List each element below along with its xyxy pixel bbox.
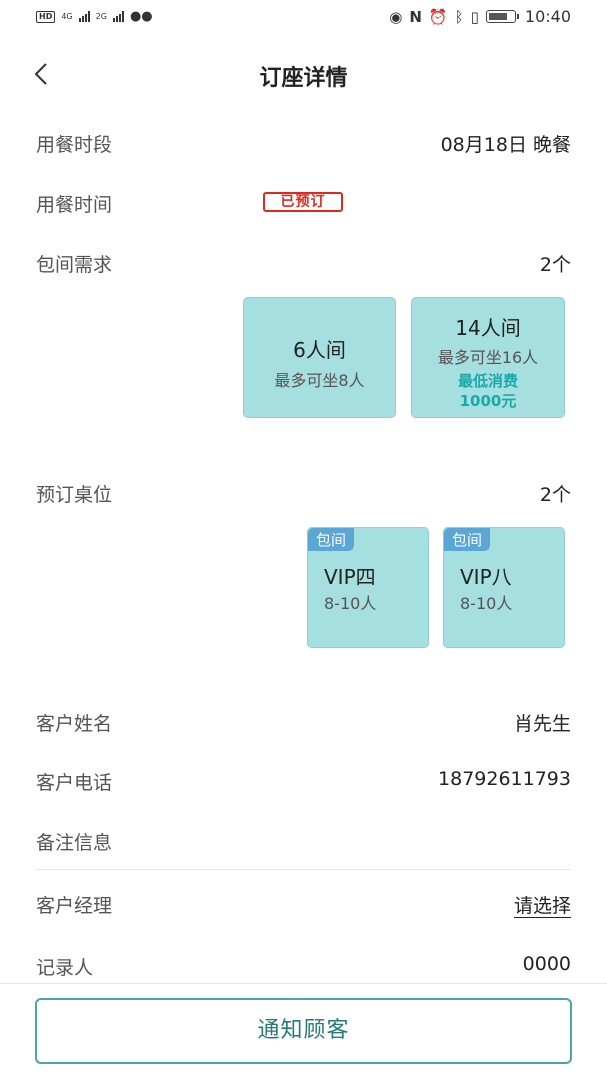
remarks-label: 备注信息 bbox=[36, 832, 113, 854]
nfc-icon: N bbox=[409, 7, 422, 26]
customer-name-label: 客户姓名 bbox=[36, 713, 113, 735]
account-manager-select[interactable]: 请选择 bbox=[513, 895, 571, 917]
status-time: 10:40 bbox=[524, 7, 571, 26]
recorder-value: 0000 bbox=[522, 953, 571, 975]
customer-phone-value: 18792611793 bbox=[438, 768, 571, 790]
divider bbox=[36, 869, 571, 870]
customer-phone-label: 客户电话 bbox=[36, 772, 113, 794]
eye-icon: ◉ bbox=[389, 7, 403, 26]
recorder-label: 记录人 bbox=[36, 957, 94, 979]
room-capacity: 最多可坐16人 bbox=[437, 348, 539, 367]
battery-icon bbox=[485, 10, 519, 23]
notify-customer-button[interactable]: 通知顾客 bbox=[35, 998, 572, 1064]
room-title: 6人间 bbox=[293, 338, 346, 362]
room-requirement-label: 包间需求 bbox=[36, 254, 113, 276]
table-tag: 包间 bbox=[444, 528, 491, 551]
table-tag: 包间 bbox=[308, 528, 355, 551]
table-card[interactable]: 包间 VIP八 8-10人 bbox=[443, 527, 565, 648]
reserved-stamp: 已预订 bbox=[263, 192, 343, 212]
room-requirement-value: 2个 bbox=[539, 254, 571, 276]
table-reservation-value: 2个 bbox=[539, 484, 571, 506]
network-label-1: 4G bbox=[61, 12, 73, 21]
bluetooth-icon: ᛒ bbox=[454, 7, 464, 26]
chevron-left-icon[interactable] bbox=[30, 60, 54, 88]
customer-name-value: 肖先生 bbox=[513, 713, 571, 735]
dining-time-label: 用餐时间 bbox=[36, 194, 113, 216]
wechat-icon: ●● bbox=[129, 9, 153, 24]
table-size: 8-10人 bbox=[324, 594, 377, 613]
table-size: 8-10人 bbox=[460, 594, 513, 613]
room-capacity: 最多可坐8人 bbox=[274, 371, 365, 390]
network-label-2: 2G bbox=[95, 12, 107, 21]
table-name: VIP八 bbox=[460, 565, 512, 589]
min-spend-value: 1000元 bbox=[459, 392, 517, 410]
room-card[interactable]: 14人间 最多可坐16人 最低消费 1000元 bbox=[411, 297, 565, 418]
dining-period-label: 用餐时段 bbox=[36, 134, 113, 156]
alarm-icon: ⏰ bbox=[428, 7, 448, 26]
status-bar: HD 4G 2G ●● ◉ N ⏰ ᛒ ▯ 10:40 bbox=[0, 0, 607, 34]
footer-divider bbox=[0, 983, 607, 984]
min-spend-label: 最低消费 bbox=[457, 372, 518, 390]
account-manager-label: 客户经理 bbox=[36, 895, 113, 917]
status-right: ◉ N ⏰ ᛒ ▯ 10:40 bbox=[389, 7, 571, 26]
table-card[interactable]: 包间 VIP四 8-10人 bbox=[307, 527, 429, 648]
room-title: 14人间 bbox=[455, 316, 521, 340]
page-title: 订座详情 bbox=[259, 66, 348, 91]
room-card[interactable]: 6人间 最多可坐8人 bbox=[243, 297, 396, 418]
hd-badge: HD bbox=[36, 10, 56, 23]
dining-period-value: 08月18日 晚餐 bbox=[440, 134, 571, 156]
signal-icon bbox=[78, 11, 90, 22]
table-reservation-label: 预订桌位 bbox=[36, 484, 113, 506]
table-name: VIP四 bbox=[324, 565, 376, 589]
signal-icon-2 bbox=[112, 11, 124, 22]
vibrate-icon: ▯ bbox=[470, 7, 479, 26]
status-left: HD 4G 2G ●● bbox=[36, 9, 153, 24]
